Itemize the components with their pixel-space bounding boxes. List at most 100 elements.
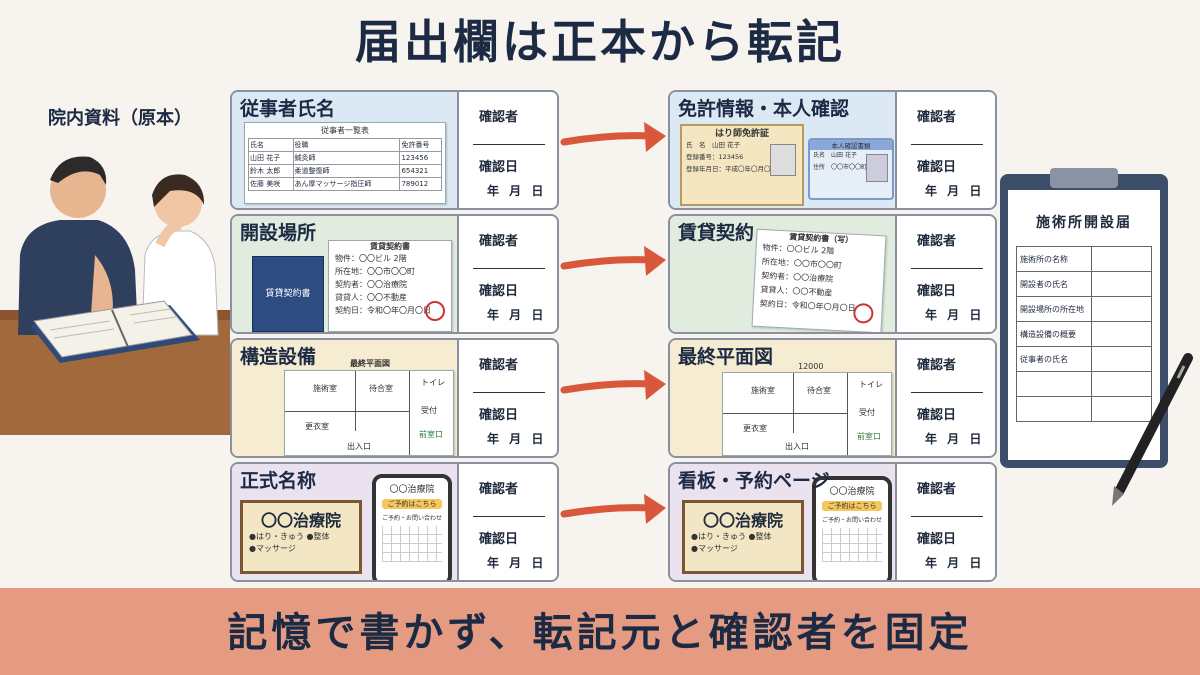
check-panel: 確認者 確認日 年 月 日 (895, 464, 995, 580)
room-label: 出入口 (785, 442, 809, 451)
doc-line: 契約者：〇〇治療院 (335, 280, 407, 289)
booking-button[interactable]: ご予約はこちら (822, 501, 882, 511)
sign-name: 〇〇治療院 (260, 511, 341, 530)
card-official-name: 正式名称 〇〇治療院 ●はり・きゅう ●整体 ●マッサージ 〇〇治療院 ご予約は… (230, 462, 559, 582)
form-row-label: 構造設備の概要 (1016, 321, 1092, 347)
room-label: 施術室 (751, 386, 775, 395)
room-label: トイレ (421, 378, 445, 387)
room-label: 前室口 (857, 432, 881, 441)
opening-notification-form: 施術所開設届 施術所の名称 開設者の氏名 開設場所の所在地 構造設備の概要 従事… (1000, 168, 1168, 468)
license-line: 氏 名 山田 花子 (686, 141, 741, 149)
card-license-identity: 免許情報・本人確認 はり師免許証 氏 名 山田 花子 登録番号：123456 登… (668, 90, 997, 210)
clipboard-clip-icon (1050, 168, 1118, 188)
table-cell: 柔道整復師 (292, 164, 401, 178)
license-card: はり師免許証 氏 名 山田 花子 登録番号：123456 登録年月日：平成〇年〇… (680, 124, 804, 206)
card-heading: 正式名称 (240, 470, 317, 492)
check-date-label: 確認日 (917, 532, 957, 547)
form-table: 施術所の名称 開設者の氏名 開設場所の所在地 構造設備の概要 従事者の氏名 (1016, 246, 1152, 422)
card-heading: 免許情報・本人確認 (678, 98, 850, 120)
table-cell: 鍼灸師 (292, 151, 401, 165)
card-final-floor-plan: 最終平面図 12000 施術室 待合室 トイレ 更衣室 受付 前室口 出入口 確… (668, 338, 997, 458)
room-label: 更衣室 (305, 422, 329, 431)
calendar-grid (822, 528, 882, 562)
license-line: 登録年月日：平成〇年〇月〇日 (686, 165, 777, 173)
confirmer-label: 確認者 (479, 110, 519, 125)
room-label: 施術室 (313, 384, 337, 393)
sign-item: ●整体 (306, 532, 330, 541)
table-header: 氏名 (248, 138, 294, 152)
doc-line: 契約日：令和〇年〇月〇日 (335, 306, 431, 315)
form-sheet: 施術所開設届 施術所の名称 開設者の氏名 開設場所の所在地 構造設備の概要 従事… (1008, 190, 1160, 460)
phone-title: 〇〇治療院 (389, 485, 435, 495)
signature-line (473, 268, 545, 269)
confirmer-label: 確認者 (917, 482, 957, 497)
doc-title: 賃貸契約書 (370, 242, 410, 251)
phone-title: 〇〇治療院 (829, 487, 875, 497)
table-cell: 123456 (399, 151, 442, 165)
date-fields: 年 月 日 (925, 432, 982, 446)
id-card: 本人確認書類 氏名 山田 花子 住所 〇〇市〇〇町 (808, 138, 894, 200)
room-label: 待合室 (807, 386, 831, 395)
check-panel: 確認者 確認日 年 月 日 (895, 340, 995, 456)
lease-copy-document: 賃貸契約書（写） 物件：〇〇ビル 2階 所在地：〇〇市〇〇町 契約者：〇〇治療院… (751, 228, 887, 332)
floor-plan: 施術室 待合室 トイレ 更衣室 受付 前室口 出入口 (284, 370, 454, 456)
signature-line (911, 392, 983, 393)
signature-line (473, 392, 545, 393)
room-label: トイレ (859, 380, 883, 389)
doc-line: 物件：〇〇ビル 2階 (335, 254, 407, 263)
check-date-label: 確認日 (479, 408, 519, 423)
form-row-label: 開設場所の所在地 (1016, 296, 1092, 322)
sign-item: ●はり・きゅう (691, 532, 746, 541)
table-cell: 789012 (399, 177, 442, 191)
signature-line (911, 516, 983, 517)
room-label: 更衣室 (743, 424, 767, 433)
signature-line (911, 268, 983, 269)
booking-button[interactable]: ご予約はこちら (382, 499, 442, 509)
license-line: 登録番号：123456 (686, 153, 744, 161)
card-heading: 看板・予約ページ (678, 470, 830, 492)
confirmer-label: 確認者 (917, 234, 957, 249)
table-header: 役職 (292, 138, 401, 152)
seal-stamp-icon (852, 302, 874, 324)
table-cell: あん摩マッサージ指圧師 (292, 177, 401, 191)
form-row-label: 開設者の氏名 (1016, 271, 1092, 297)
page-title: 届出欄は正本から転記 (355, 15, 845, 69)
signboard: 〇〇治療院 ●はり・きゅう ●整体 ●マッサージ (240, 500, 362, 574)
sign-item: ●マッサージ (249, 544, 296, 553)
seal-stamp-icon (425, 301, 445, 321)
check-date-label: 確認日 (917, 284, 957, 299)
calendar-grid (382, 526, 442, 562)
arrow-right-icon (560, 122, 666, 152)
form-row-label: 施術所の名称 (1016, 246, 1092, 272)
table-cell: 654321 (399, 164, 442, 178)
card-lease: 賃貸契約 賃貸契約書（写） 物件：〇〇ビル 2階 所在地：〇〇市〇〇町 契約者：… (668, 214, 997, 334)
staff-illustration (0, 156, 230, 435)
confirmer-label: 確認者 (479, 482, 519, 497)
card-heading: 従事者氏名 (240, 98, 336, 120)
card-location: 開設場所 賃貸契約書 賃貸契約書 物件：〇〇ビル 2階 所在地：〇〇市〇〇町 契… (230, 214, 559, 334)
id-title: 本人確認書類 (810, 140, 892, 150)
signature-line (473, 144, 545, 145)
date-fields: 年 月 日 (925, 184, 982, 198)
signboard: 〇〇治療院 ●はり・きゅう ●整体 ●マッサージ (682, 500, 804, 574)
check-date-label: 確認日 (479, 284, 519, 299)
phone-subtitle: ご予約・お問い合わせ (821, 517, 882, 524)
floor-plan: 施術室 待合室 トイレ 更衣室 受付 前室口 出入口 (722, 372, 892, 456)
date-fields: 年 月 日 (925, 308, 982, 322)
card-heading: 賃貸契約 (678, 222, 755, 244)
room-label: 前室口 (419, 430, 443, 439)
check-panel: 確認者 確認日 年 月 日 (895, 92, 995, 208)
doc-title: 従事者一覧表 (321, 126, 369, 135)
plan-title: 最終平面図 (350, 359, 390, 368)
table-cell: 鈴木 太郎 (248, 164, 294, 178)
card-signboard-booking: 看板・予約ページ 〇〇治療院 ●はり・きゅう ●整体 ●マッサージ 〇〇治療院 … (668, 462, 997, 582)
id-line: 氏名 山田 花子 (813, 152, 857, 159)
arrow-right-icon (560, 246, 666, 276)
room-label: 受付 (859, 408, 875, 417)
photo-male-icon (866, 154, 888, 182)
sign-name: 〇〇治療院 (702, 511, 783, 530)
check-panel: 確認者 確認日 年 月 日 (457, 464, 557, 580)
confirmer-label: 確認者 (917, 110, 957, 125)
sign-item: ●マッサージ (691, 544, 738, 553)
